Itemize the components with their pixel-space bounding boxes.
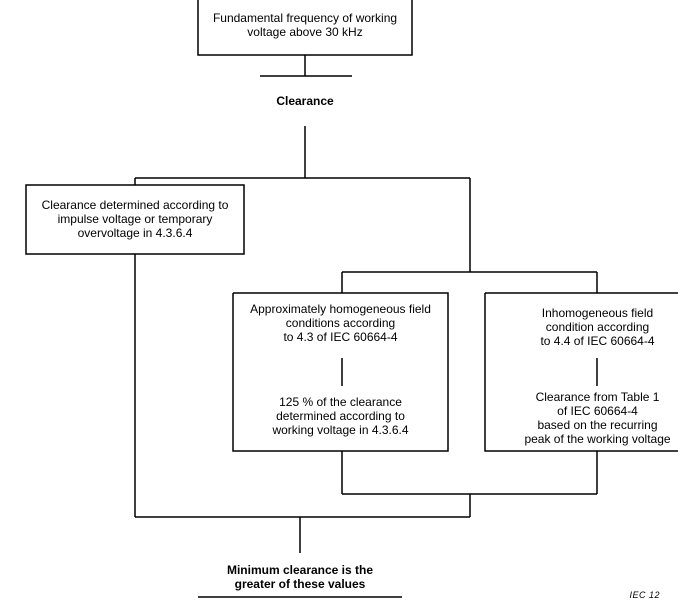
clearance-label: Clearance — [276, 94, 334, 108]
homogeneous-box-outline — [232, 292, 449, 452]
left-box-text: Clearance determined according to impuls… — [41, 198, 229, 240]
inhomogeneous-result-text: Clearance from Table 1 of IEC 60664-4 ba… — [524, 390, 671, 446]
inhomogeneous-box-text: Inhomogeneous field condition according … — [540, 306, 655, 348]
inhomogeneous-box-outline — [484, 293, 678, 452]
homogeneous-box-text: Approximately homogeneous field conditio… — [250, 302, 431, 344]
result-text: Minimum clearance is the greater of thes… — [226, 563, 374, 591]
homogeneous-result-text: 125 % of the clearance determined accord… — [272, 395, 409, 437]
top-box-text: Fundamental frequency of working voltage… — [212, 11, 398, 39]
figure-tag: IEC 12 — [629, 590, 660, 600]
